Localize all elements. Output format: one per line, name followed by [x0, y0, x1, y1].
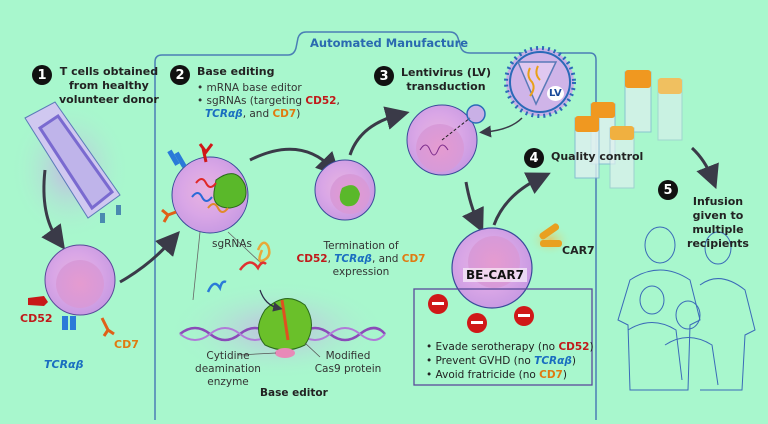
label-be-car7: BE-CAR7 — [463, 268, 528, 282]
label-tcr: TCRαβ — [44, 358, 84, 371]
lentivirus-particle — [504, 46, 576, 118]
step-2-number: 2 — [170, 65, 190, 85]
arrow-lv-to-cell — [479, 117, 523, 138]
outcome-item: • Evade serotherapy (no CD52) — [426, 341, 594, 353]
label-cd52: CD52 — [20, 312, 53, 325]
outcomes-box — [413, 288, 593, 386]
label-cas9: Modified Cas9 protein — [314, 350, 382, 375]
arrow-editing-to-termination — [249, 147, 341, 177]
label-sgrnas: sgRNAs — [212, 238, 252, 250]
arrow-transduced-to-becar7 — [462, 181, 484, 233]
step-2: 2 Base editing • mRNA base editor • sgRN… — [170, 65, 340, 121]
arrow-qc-to-infusion — [690, 146, 719, 190]
outcome-item: • Avoid fratricide (no CD7) — [426, 369, 567, 381]
recipients-illustration — [617, 226, 756, 391]
bullet-sgrnas: sgRNAs (targeting — [206, 95, 303, 107]
arrow-termination-to-lentivirus — [348, 106, 410, 156]
step-4-number: 4 — [524, 148, 544, 168]
step-5: 5 — [658, 180, 678, 200]
label-cd7: CD7 — [114, 338, 139, 351]
outcome-item: • Prevent GVHD (no TCRαβ) — [426, 355, 576, 367]
frame-title: Automated Manufacture — [310, 36, 469, 50]
arrow-cell-to-editing — [119, 230, 180, 284]
base-editing-cell — [161, 143, 249, 234]
bullet-mrna: mRNA base editor — [206, 82, 302, 94]
blocked-markers — [428, 294, 534, 333]
step-5-number: 5 — [658, 180, 678, 200]
label-cytidine-enzyme: Cytidine deamination enzyme — [195, 350, 261, 388]
edited-cell — [314, 159, 376, 221]
step-1: 1 T cells obtained from healthy voluntee… — [32, 65, 159, 107]
step-4: 4 Quality control — [524, 148, 643, 168]
arrow-becar7-to-qc — [492, 172, 551, 226]
step-3-title: Lentivirus (LV) transduction — [401, 66, 491, 93]
step-3: 3 Lentivirus (LV) transduction — [374, 66, 491, 94]
arrow-sgrna-to-editor — [259, 289, 283, 312]
be-car7-cell — [451, 223, 572, 309]
label-base-editor: Base editor — [260, 387, 328, 399]
step-3-number: 3 — [374, 66, 394, 86]
arrow-bag-to-cell — [41, 169, 66, 250]
step-1-title: T cells obtained from healthy volunteer … — [59, 65, 159, 106]
termination-caption: Termination of CD52, TCRαβ, and CD7 expr… — [296, 240, 426, 278]
outcomes-list: • Evade serotherapy (no CD52) • Prevent … — [426, 340, 594, 382]
step-2-title: Base editing — [197, 65, 275, 78]
label-lv: LV — [547, 86, 564, 101]
transduced-cell — [406, 104, 486, 176]
step-5-title: Infusion given to multiple recipients — [687, 195, 749, 250]
step-4-title: Quality control — [551, 150, 644, 163]
base-editor-complex — [168, 280, 388, 380]
qc-vials — [574, 70, 683, 189]
donor-t-cell — [28, 244, 116, 337]
label-car7: CAR7 — [562, 244, 595, 257]
donor-bag-illustration — [10, 100, 130, 240]
step-1-number: 1 — [32, 65, 52, 85]
manufacture-frame — [154, 31, 597, 420]
